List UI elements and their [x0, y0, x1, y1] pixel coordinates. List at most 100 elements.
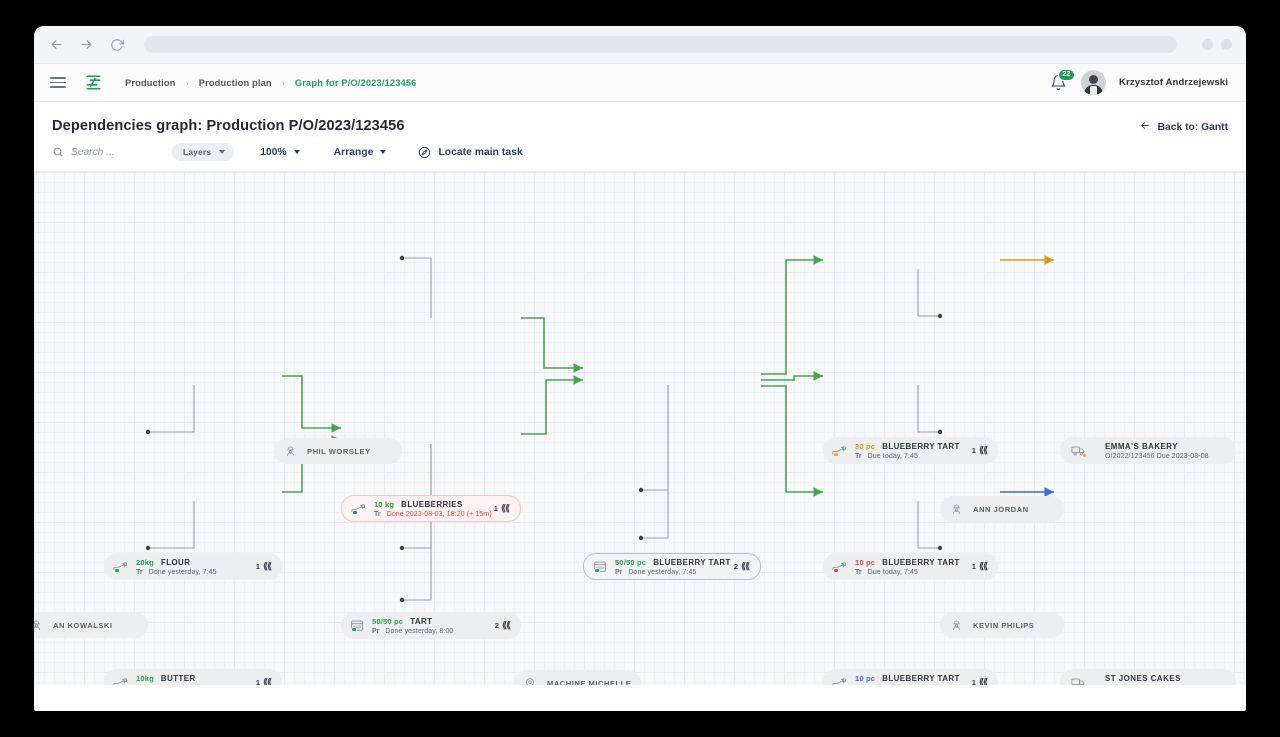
node-dependency-count[interactable]: 1⟪⟪: [247, 677, 282, 685]
browser-reload-icon[interactable]: [108, 36, 125, 53]
breadcrumb-item-production-plan[interactable]: Production plan: [198, 77, 272, 88]
node-line-primary: 50/50 pc BLUEBERRY TART: [615, 557, 730, 567]
zoom-level-label: 100%: [260, 146, 287, 158]
node-dependency-count[interactable]: 1⟪⟪: [963, 445, 998, 456]
collapse-chevrons-icon: ⟪⟪: [978, 677, 988, 685]
node-quantity: 50/50 pc: [615, 557, 647, 567]
graph-node-butter[interactable]: 10kgBUTTERTrDone yesterday, 7:451⟪⟪: [104, 669, 282, 685]
graph-node-yan-kowalski-left[interactable]: AN KOWALSKI: [34, 612, 148, 638]
resource-name: AN KOWALSKI: [53, 620, 113, 630]
worker-icon: [34, 620, 42, 631]
dependency-graph-canvas[interactable]: PHIL WORSLEY 10 kg BLUEBERRIES Tr Done 2023-…: [34, 172, 1246, 685]
breadcrumb: Production › Production plan › Graph for…: [125, 78, 416, 88]
node-quantity: 10kg: [136, 673, 154, 683]
status-dot: [114, 567, 120, 573]
arrange-label: Arrange: [333, 146, 374, 158]
node-dependency-count[interactable]: 1⟪⟪: [963, 561, 998, 572]
resource-name: ANN JORDAN: [973, 504, 1029, 514]
node-title: BLUEBERRIES: [401, 499, 463, 509]
node-count-value: 1: [971, 678, 976, 685]
browser-back-icon[interactable]: [48, 36, 65, 53]
graph-node-st-jones-cakes[interactable]: ST JONES CAKESO/2022/123456 Due 2023-08-…: [1060, 669, 1236, 685]
transfer-icon: [832, 560, 847, 573]
node-dependency-count[interactable]: 1⟪⟪: [963, 677, 998, 685]
node-status: Done 2023-08-03, 18:20 (+ 15m): [386, 510, 492, 518]
locate-main-task-label: Locate main task: [438, 146, 523, 158]
search-input[interactable]: [71, 146, 161, 158]
arrow-left-icon: [1139, 120, 1151, 134]
breadcrumb-item-graph[interactable]: Graph for P/O/2023/123456: [294, 77, 417, 88]
arrange-dropdown[interactable]: Arrange: [334, 147, 387, 158]
graph-toolbar: Layers 100% Arrange Locate main task: [34, 134, 1246, 172]
window-maximize-button[interactable]: [1221, 39, 1232, 50]
search-field[interactable]: [52, 146, 172, 158]
node-dependency-count[interactable]: 1⟪⟪: [247, 561, 282, 572]
locate-main-task-button[interactable]: Locate main task: [418, 146, 523, 159]
collapse-chevrons-icon: ⟪⟪: [740, 561, 750, 571]
browser-address-bar[interactable]: [144, 36, 1177, 53]
node-count-value: 1: [255, 562, 260, 571]
node-quantity: 10 kg: [374, 499, 395, 509]
back-to-gantt-button[interactable]: Back to: Gantt: [1139, 118, 1228, 134]
status-dot: [833, 683, 839, 685]
worker-icon: [951, 504, 962, 515]
customer-name: ST JONES CAKES: [1105, 673, 1181, 683]
window-controls: [1202, 39, 1232, 50]
avatar[interactable]: [1080, 70, 1106, 95]
node-type-prefix: Tr: [855, 685, 862, 686]
node-status: Done yesterday, 8:00: [385, 627, 454, 635]
status-dot: [114, 683, 120, 685]
truck-icon: [1071, 676, 1087, 685]
app-header-right: 22 Krzysztof Andrzejewski: [1050, 68, 1228, 95]
notification-badge: 22: [1057, 68, 1075, 81]
hamburger-menu-icon[interactable]: [50, 77, 66, 88]
node-dependency-count[interactable]: 1⟪⟪: [485, 503, 520, 514]
graph-node-ann-jordan[interactable]: ANN JORDAN: [940, 496, 1064, 522]
node-type-prefix: Tr: [855, 568, 862, 576]
layers-label: Layers: [183, 147, 212, 157]
production-icon: [593, 560, 607, 573]
graph-node-kevin-philips[interactable]: KEVIN PHILIPS: [940, 612, 1064, 638]
zoom-dropdown[interactable]: 100%: [260, 146, 300, 158]
graph-node-machine-michelle-2[interactable]: MACHINE MICHELLE: [513, 670, 641, 685]
transfer-icon: [832, 444, 847, 457]
graph-node-phil-worsley[interactable]: PHIL WORSLEY: [274, 438, 402, 464]
status-dot: [833, 451, 839, 457]
collapse-chevrons-icon: ⟪⟪: [978, 561, 988, 571]
breadcrumb-item-production[interactable]: Production: [125, 77, 176, 88]
collapse-chevrons-icon: ⟪⟪: [978, 445, 988, 455]
node-dependency-count[interactable]: 2⟪⟪: [486, 620, 521, 631]
bell-icon[interactable]: 22: [1050, 68, 1075, 92]
browser-forward-icon[interactable]: [78, 36, 95, 53]
app-logo-icon[interactable]: [84, 74, 103, 91]
chevron-down-icon: [219, 150, 226, 154]
user-name[interactable]: Krzysztof Andrzejewski: [1118, 77, 1228, 88]
layers-dropdown[interactable]: Layers: [172, 143, 235, 161]
node-quantity: 50/50 pc: [372, 616, 404, 626]
collapse-chevrons-icon: ⟪⟪: [501, 620, 511, 630]
node-title: BLUEBERRY TART: [653, 557, 731, 567]
node-dependency-count[interactable]: 2⟪⟪: [725, 561, 760, 572]
window-minimize-button[interactable]: [1202, 39, 1213, 50]
browser-window: Production › Production plan › Graph for…: [34, 26, 1246, 711]
status-dot: [352, 509, 358, 515]
resource-name: PHIL WORSLEY: [307, 446, 371, 456]
